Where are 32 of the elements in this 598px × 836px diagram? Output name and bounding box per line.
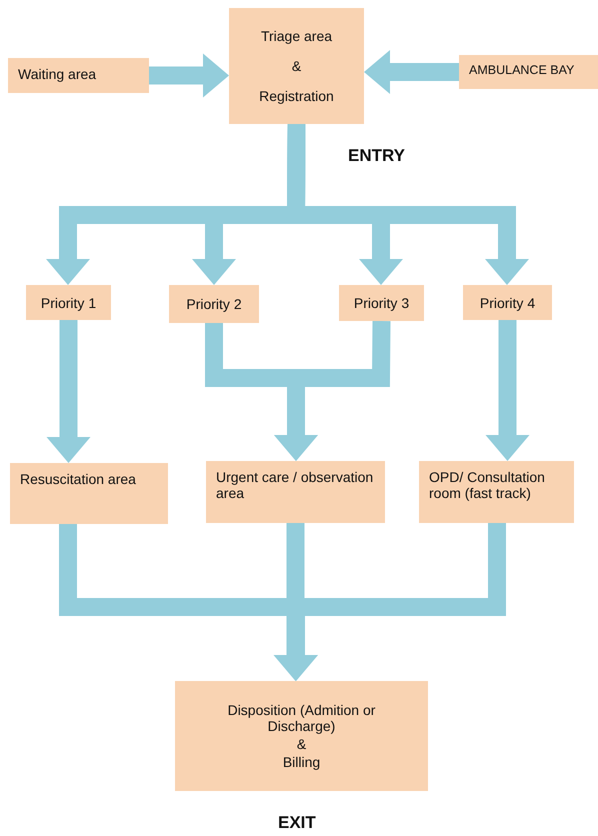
process-box [26, 285, 111, 320]
box-text: Disposition (Admition or Discharge) [226, 702, 376, 734]
process-box [175, 681, 428, 791]
box-text: Priority 3 [354, 295, 410, 311]
box-text: AMBULANCE BAY [469, 63, 574, 77]
process-box [339, 285, 424, 321]
box-text: Triage area [260, 28, 332, 44]
box-text: & [296, 736, 306, 752]
flow-arrow [46, 320, 90, 463]
flow-arrow [364, 50, 459, 94]
box-text: Resuscitation area [20, 471, 136, 487]
process-box [8, 58, 149, 93]
process-box [459, 55, 598, 89]
box-text: Priority 4 [480, 294, 536, 310]
process-box [463, 285, 552, 320]
stage-label: ENTRY [348, 146, 405, 166]
box-text: & [292, 58, 302, 74]
flow-arrow [486, 320, 530, 461]
box-text: Registration [259, 88, 334, 104]
box-text: Waiting area [18, 66, 96, 82]
box-text: Priority 2 [186, 296, 242, 312]
process-box [229, 8, 364, 124]
process-box [169, 285, 259, 323]
box-text: Billing [282, 754, 320, 770]
box-text: Urgent care / observation area [216, 469, 374, 501]
box-text: Priority 1 [40, 294, 96, 310]
flow-arrow [149, 54, 229, 98]
stage-label: EXIT [278, 813, 316, 833]
process-box [206, 461, 385, 523]
box-text: OPD/ Consultation room (fast track) [429, 469, 546, 501]
process-box [10, 463, 168, 524]
process-box [419, 461, 574, 523]
